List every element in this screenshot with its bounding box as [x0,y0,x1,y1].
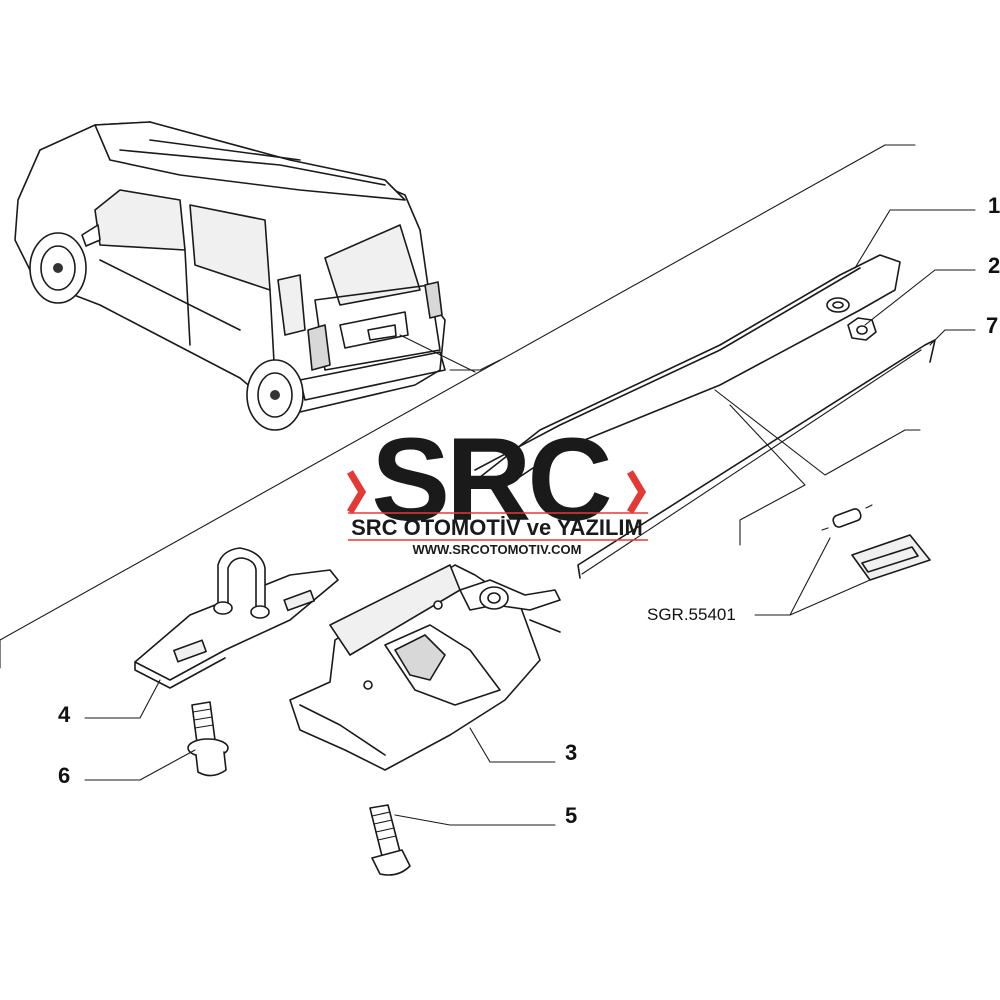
plate-lamp-lens [851,534,931,581]
logo-url: WWW.SRCOTOMOTIV.COM [413,542,582,557]
left-chevron [346,470,367,514]
release-rod [577,339,936,579]
nut [847,317,877,341]
striker-plate [134,547,339,689]
callout-6: 6 [58,763,70,788]
plate-lamp-bulb [821,504,873,531]
latch-mechanism [289,564,561,771]
callout-7: 7 [986,313,998,338]
reference-label: SGR.55401 [647,605,736,624]
logo-company-name: SRC OTOMOTİV ve YAZILIM [351,515,643,540]
callout-5: 5 [565,803,577,828]
right-chevron [626,470,647,514]
tailgate-handle-strip [469,254,901,491]
leader-lines [84,209,976,826]
logo-text: SRC [371,414,609,546]
callout-4: 4 [58,702,71,727]
plate-lamp-group-lines [714,389,921,546]
screw [369,804,411,876]
frame-lines [0,144,916,669]
callout-1: 1 [988,193,1000,218]
callout-3: 3 [565,740,577,765]
watermark-logo: SRC SRC OTOMOTİV ve YAZILIM WWW.SRCOTOMO… [346,414,648,557]
car-detail-leader [399,334,476,373]
callout-2: 2 [988,253,1000,278]
bolt-with-washer [187,701,229,777]
car-illustration [14,121,446,431]
